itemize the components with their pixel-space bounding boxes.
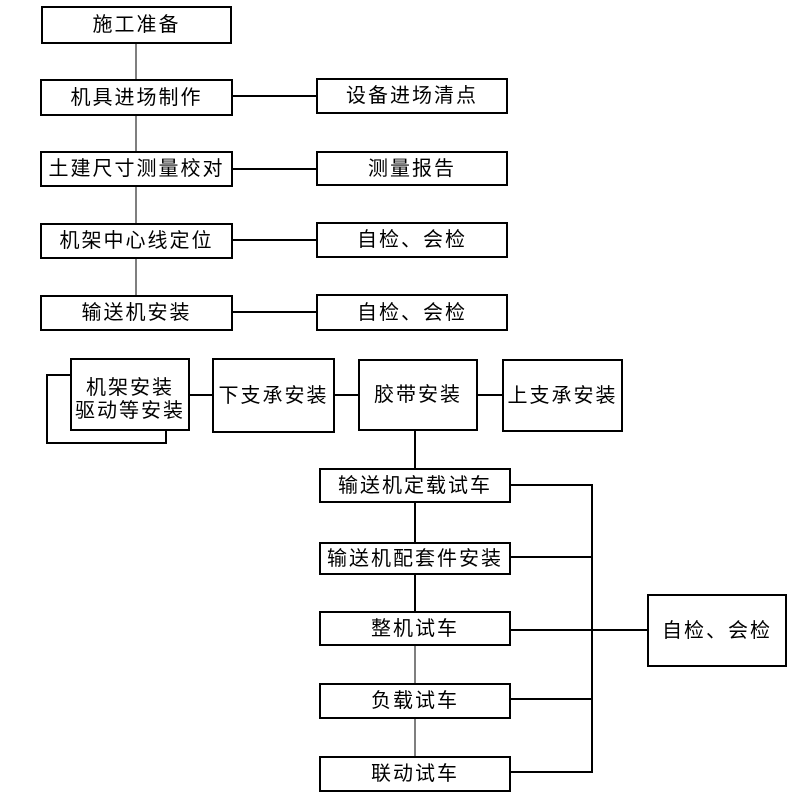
node-conveyor-fixed-load-test: 输送机定载试车 <box>319 468 511 503</box>
node-lower-support-installation: 下支承安装 <box>212 358 335 433</box>
flow-line-vertical <box>414 430 416 468</box>
flow-line-vertical <box>414 719 416 756</box>
flow-line-horizontal <box>511 771 591 773</box>
flow-line-horizontal <box>233 95 316 97</box>
node-label: 联动试车 <box>371 763 459 785</box>
flow-line-horizontal <box>511 484 591 486</box>
flow-line-horizontal <box>233 239 316 241</box>
node-construction-preparation: 施工准备 <box>41 6 232 44</box>
node-conveyor-accessories-installation: 输送机配套件安装 <box>319 542 511 575</box>
flow-line-vertical <box>135 43 137 79</box>
check-trunk-line <box>591 484 593 773</box>
node-self-joint-check-2: 自检、会检 <box>316 294 508 331</box>
flow-line-vertical <box>135 115 137 151</box>
node-label: 土建尺寸测量校对 <box>48 158 225 180</box>
node-label: 负载试车 <box>371 690 459 712</box>
node-frame-drive-installation: 机架安装 驱动等安装 <box>70 358 190 431</box>
node-label: 施工准备 <box>92 14 181 36</box>
flow-line-horizontal <box>335 394 358 396</box>
node-label: 输送机配套件安装 <box>327 547 503 570</box>
node-label: 整机试车 <box>371 617 459 640</box>
node-civil-dimension-survey-check: 土建尺寸测量校对 <box>40 151 233 187</box>
node-rigging-mobilization-fabrication: 机具进场制作 <box>40 79 233 116</box>
flow-line-horizontal <box>511 698 591 700</box>
node-survey-report: 测量报告 <box>316 151 508 186</box>
node-label: 测量报告 <box>368 157 456 180</box>
flow-line-vertical <box>414 503 416 542</box>
node-equipment-arrival-inventory: 设备进场清点 <box>316 78 508 114</box>
node-label: 上支承安装 <box>507 384 618 407</box>
flow-line-horizontal <box>233 168 316 170</box>
node-label: 自检、会检 <box>357 301 467 324</box>
node-label: 机架安装 驱动等安装 <box>75 376 185 422</box>
node-label: 输送机安装 <box>81 302 192 324</box>
node-self-joint-check-1: 自检、会检 <box>316 222 508 258</box>
flow-line-horizontal <box>511 556 591 558</box>
node-label: 自检、会检 <box>357 229 467 251</box>
node-frame-centerline-positioning: 机架中心线定位 <box>40 223 233 259</box>
node-belt-installation: 胶带安装 <box>358 359 478 431</box>
node-load-test-run: 负载试车 <box>319 683 511 719</box>
flow-line-horizontal <box>190 394 212 396</box>
flow-line-horizontal <box>233 311 316 313</box>
node-whole-machine-test-run: 整机试车 <box>319 611 511 646</box>
node-self-joint-check-3: 自检、会检 <box>647 594 787 667</box>
flow-line-vertical <box>414 645 416 683</box>
node-upper-support-installation: 上支承安装 <box>502 359 623 432</box>
flow-line-horizontal <box>511 629 647 631</box>
node-label: 机架中心线定位 <box>59 230 214 252</box>
node-label: 机具进场制作 <box>70 86 203 109</box>
node-linkage-test-run: 联动试车 <box>319 756 511 792</box>
flow-line-vertical <box>414 575 416 611</box>
flow-line-vertical <box>135 259 137 295</box>
node-label: 下支承安装 <box>218 384 329 407</box>
node-label: 胶带安装 <box>374 384 462 406</box>
flow-line-horizontal <box>478 394 502 396</box>
node-label: 设备进场清点 <box>346 85 478 107</box>
node-conveyor-installation: 输送机安装 <box>40 295 233 331</box>
node-label: 自检、会检 <box>662 619 772 642</box>
node-label: 输送机定载试车 <box>338 474 492 497</box>
flow-line-vertical <box>135 187 137 223</box>
